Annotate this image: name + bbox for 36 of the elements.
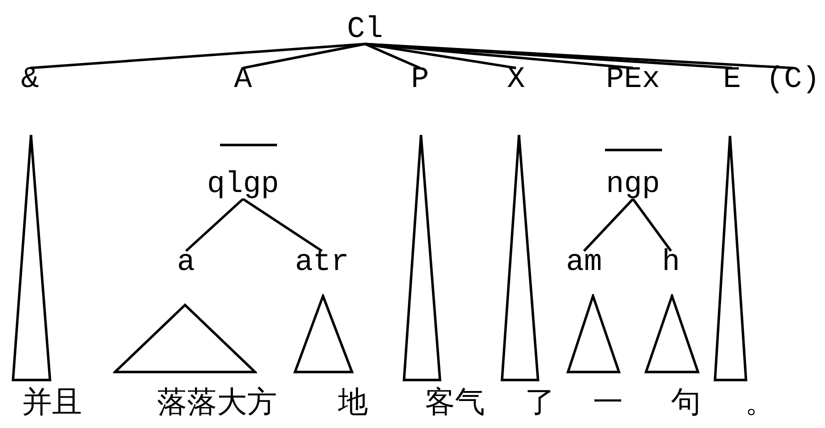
node-label: (C) bbox=[766, 64, 820, 96]
branch-line bbox=[632, 198, 672, 252]
node-label: X bbox=[507, 64, 525, 96]
node-label: PEx bbox=[606, 64, 660, 96]
triangle-shape bbox=[113, 303, 257, 374]
word-label: 地 bbox=[338, 389, 368, 421]
word-label: 。 bbox=[745, 389, 775, 421]
branch-line bbox=[30, 42, 366, 70]
triangle-shape bbox=[566, 294, 621, 374]
word-label: 并且 bbox=[22, 389, 82, 421]
branch-line bbox=[583, 198, 634, 252]
word-label: 了 bbox=[525, 389, 555, 421]
triangle-shape bbox=[713, 134, 748, 382]
node-label: P bbox=[411, 64, 429, 96]
node-label: atr bbox=[295, 247, 349, 279]
node-label: qlgp bbox=[207, 169, 279, 201]
word-label: 落落大方 bbox=[157, 389, 277, 421]
triangle-shape bbox=[500, 133, 540, 382]
word-label: 客气 bbox=[425, 389, 485, 421]
branch-line bbox=[242, 42, 366, 70]
branch-line bbox=[242, 198, 323, 252]
branch-line bbox=[364, 42, 420, 70]
node-label: am bbox=[566, 247, 602, 279]
triangle-shape bbox=[402, 133, 442, 382]
node-label: A bbox=[234, 64, 252, 96]
triangle-shape bbox=[293, 294, 354, 374]
word-label: 一 bbox=[593, 389, 623, 421]
word-label: 句 bbox=[671, 389, 701, 421]
triangle-shape bbox=[644, 294, 700, 374]
branch-line bbox=[185, 198, 244, 252]
node-label: ngp bbox=[606, 169, 660, 201]
node-label: h bbox=[662, 247, 680, 279]
triangle-shape bbox=[11, 133, 52, 382]
node-label: a bbox=[177, 247, 195, 279]
node-label: Cl bbox=[347, 14, 383, 46]
node-label: & bbox=[21, 64, 39, 96]
